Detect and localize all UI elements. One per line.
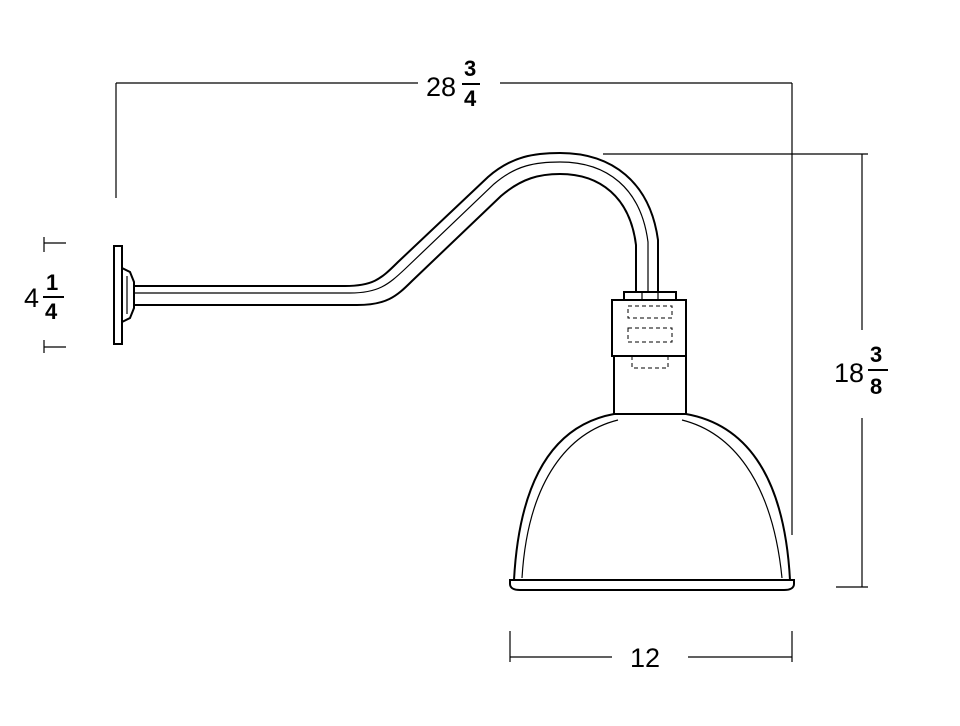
arm-bottom-edge (134, 172, 637, 306)
shade-inner-dome (521, 419, 619, 579)
overall-width-denominator: 4 (464, 86, 477, 111)
overall-height-dimension: 18 3 8 (603, 153, 888, 588)
overall-width-whole: 28 (426, 72, 456, 102)
backplate-height-dimension: 4 1 4 (24, 237, 66, 353)
shade-neck (613, 355, 687, 415)
overall-height-whole: 18 (834, 358, 864, 388)
fitter-hidden-thread-mid (627, 327, 673, 343)
backplate-height-whole: 4 (24, 283, 39, 313)
shade-outer-dome (512, 413, 792, 581)
backplate-plate (113, 245, 123, 345)
backplate-flange (121, 267, 135, 323)
overall-height-numerator: 3 (870, 342, 882, 367)
backplate-height-numerator: 1 (46, 270, 58, 295)
dome-shade (509, 413, 795, 591)
overall-width-dimension: 28 3 4 (115, 56, 793, 535)
shade-inner-dome-right (681, 419, 783, 579)
overall-width-numerator: 3 (464, 56, 476, 81)
backplate-height-denominator: 4 (45, 299, 58, 324)
shade-diameter-value: 12 (630, 643, 660, 673)
shade-diameter-dimension: 12 (509, 631, 793, 673)
socket-fitter (611, 291, 687, 415)
fitter-nut (623, 291, 677, 301)
overall-height-denominator: 8 (870, 374, 882, 399)
fitter-hidden-thread-bottom (631, 356, 669, 369)
fitter-hidden-thread-top (627, 305, 673, 319)
shade-rim (509, 579, 795, 591)
gooseneck-arm (134, 151, 659, 306)
wall-backplate (113, 245, 135, 345)
arm-top-edge (134, 151, 659, 292)
arm-center-line (134, 161, 649, 294)
